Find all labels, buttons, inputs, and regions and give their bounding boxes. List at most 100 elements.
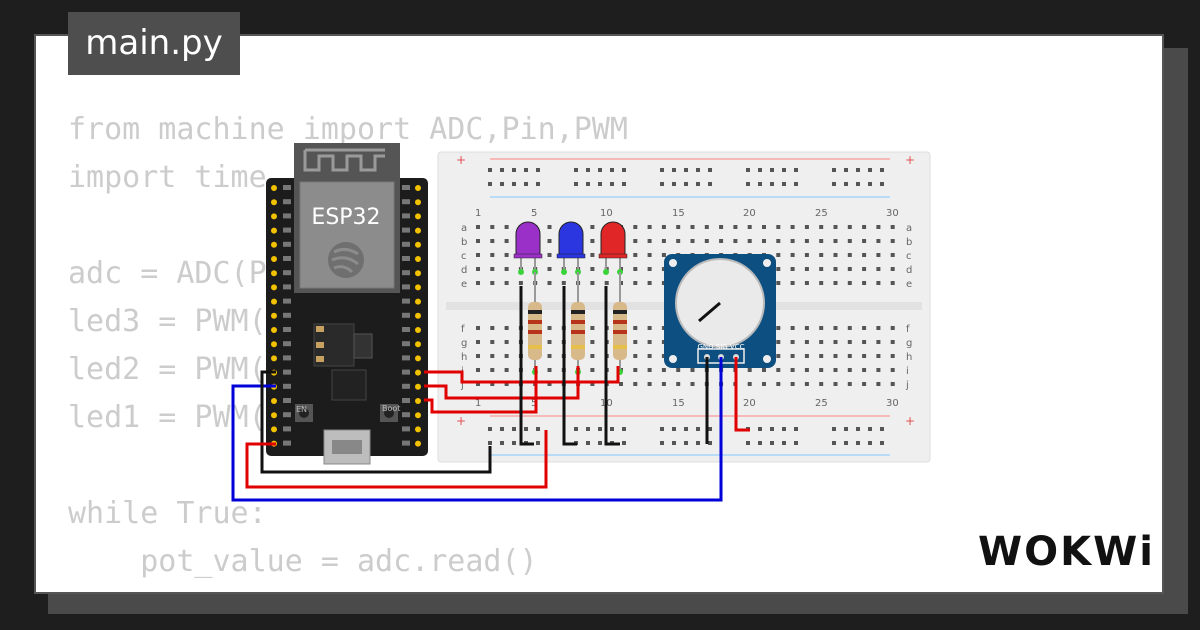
esp32-board[interactable]: ESP32 EN Boot [266, 143, 428, 465]
breadboard-hole [590, 239, 595, 243]
col-number: 20 [743, 208, 756, 219]
breadboard-hole [661, 281, 666, 285]
breadboard-hole [876, 239, 881, 243]
led[interactable] [515, 221, 541, 257]
breadboard-hole [833, 239, 838, 243]
breadboard-hole [708, 168, 712, 172]
breadboard-hole [622, 182, 626, 186]
plus-sign: + [905, 414, 915, 428]
breadboard-hole [819, 281, 824, 285]
pin-label-mark [402, 241, 410, 247]
col-number: 30 [886, 398, 899, 409]
breadboard-hole [647, 225, 652, 229]
resistor-band [528, 345, 542, 349]
en-label: EN [296, 405, 307, 414]
breadboard-hole [758, 168, 762, 172]
breadboard-hole [819, 253, 824, 257]
breadboard-hole [776, 326, 781, 330]
header-pin [415, 213, 421, 220]
breadboard-hole [661, 239, 666, 243]
breadboard-hole [504, 281, 509, 285]
pin-label-mark [402, 412, 410, 418]
pin-label-mark [402, 355, 410, 361]
breadboard-hole [547, 382, 552, 386]
row-letter: h [461, 352, 467, 363]
breadboard-hole [876, 225, 881, 229]
breadboard-hole [790, 368, 795, 372]
breadboard-hole [504, 340, 509, 344]
header-pin [415, 284, 421, 291]
pin-label-mark [402, 312, 410, 318]
breadboard-hole [890, 267, 895, 271]
breadboard-hole [586, 182, 590, 186]
led-group [513, 221, 628, 375]
breadboard-hole [856, 168, 860, 172]
breadboard-hole [804, 382, 809, 386]
breadboard-hole [747, 225, 752, 229]
breadboard-hole [633, 354, 638, 358]
breadboard-hole [847, 239, 852, 243]
pin-label-mark [283, 341, 291, 347]
breadboard-hole [832, 168, 836, 172]
header-pin [271, 298, 277, 305]
breadboard-hole [488, 427, 492, 431]
file-tab[interactable]: main.py [68, 12, 240, 75]
breadboard-hole [547, 354, 552, 358]
pin-label-mark [283, 369, 291, 375]
boot-label: Boot [382, 404, 400, 413]
breadboard-hole [504, 368, 509, 372]
potentiometer[interactable]: GND SIG VCC [664, 254, 776, 368]
resistor-band [571, 330, 585, 334]
breadboard-hole [790, 225, 795, 229]
pin-label-mark [283, 256, 291, 261]
breadboard-hole [790, 281, 795, 285]
breadboard-hole [476, 368, 480, 372]
pot-pin-labels: GND SIG VCC [698, 343, 745, 351]
breadboard-hole [676, 368, 681, 372]
led[interactable] [558, 221, 584, 257]
breadboard-hole [733, 239, 738, 243]
breadboard-hole [758, 182, 762, 186]
breadboard-hole [476, 354, 480, 358]
breadboard-hole [876, 253, 881, 257]
breadboard-hole [758, 427, 762, 431]
breadboard-hole [782, 427, 786, 431]
breadboard-hole [490, 382, 495, 386]
breadboard-hole [804, 267, 809, 271]
breadboard-hole [690, 368, 695, 372]
breadboard-hole [847, 225, 852, 229]
led[interactable] [600, 221, 626, 257]
breadboard-hole [476, 267, 480, 271]
row-letter: g [906, 338, 912, 349]
resistor-band [571, 310, 585, 314]
header-pin [415, 355, 421, 362]
pin-label-mark [283, 199, 291, 205]
breadboard-hole [844, 441, 848, 445]
breadboard-hole [890, 239, 895, 243]
breadboard-hole [832, 182, 836, 186]
breadboard-hole [488, 182, 492, 186]
breadboard-hole [647, 340, 652, 344]
header-pin [415, 185, 421, 191]
breadboard-hole [856, 427, 860, 431]
breadboard-hole [790, 354, 795, 358]
header-pin [271, 355, 277, 362]
breadboard-hole [504, 354, 509, 358]
pin-label-mark [402, 227, 410, 233]
esp32-pin-headers [271, 185, 421, 447]
col-number: 5 [531, 398, 537, 409]
breadboard-hole [876, 354, 881, 358]
breadboard-hole [504, 239, 509, 243]
header-pin [415, 327, 421, 333]
breadboard-hole [890, 225, 895, 229]
pin-label-mark [283, 327, 291, 332]
breadboard-hole [696, 168, 700, 172]
breadboard-hole [476, 225, 480, 229]
breadboard-hole [804, 368, 809, 372]
pin-label-mark [283, 185, 291, 190]
breadboard-hole [547, 281, 552, 285]
breadboard-hole [868, 168, 872, 172]
breadboard-hole [776, 239, 781, 243]
row-letter: c [461, 251, 467, 262]
resistor-band [528, 330, 542, 334]
